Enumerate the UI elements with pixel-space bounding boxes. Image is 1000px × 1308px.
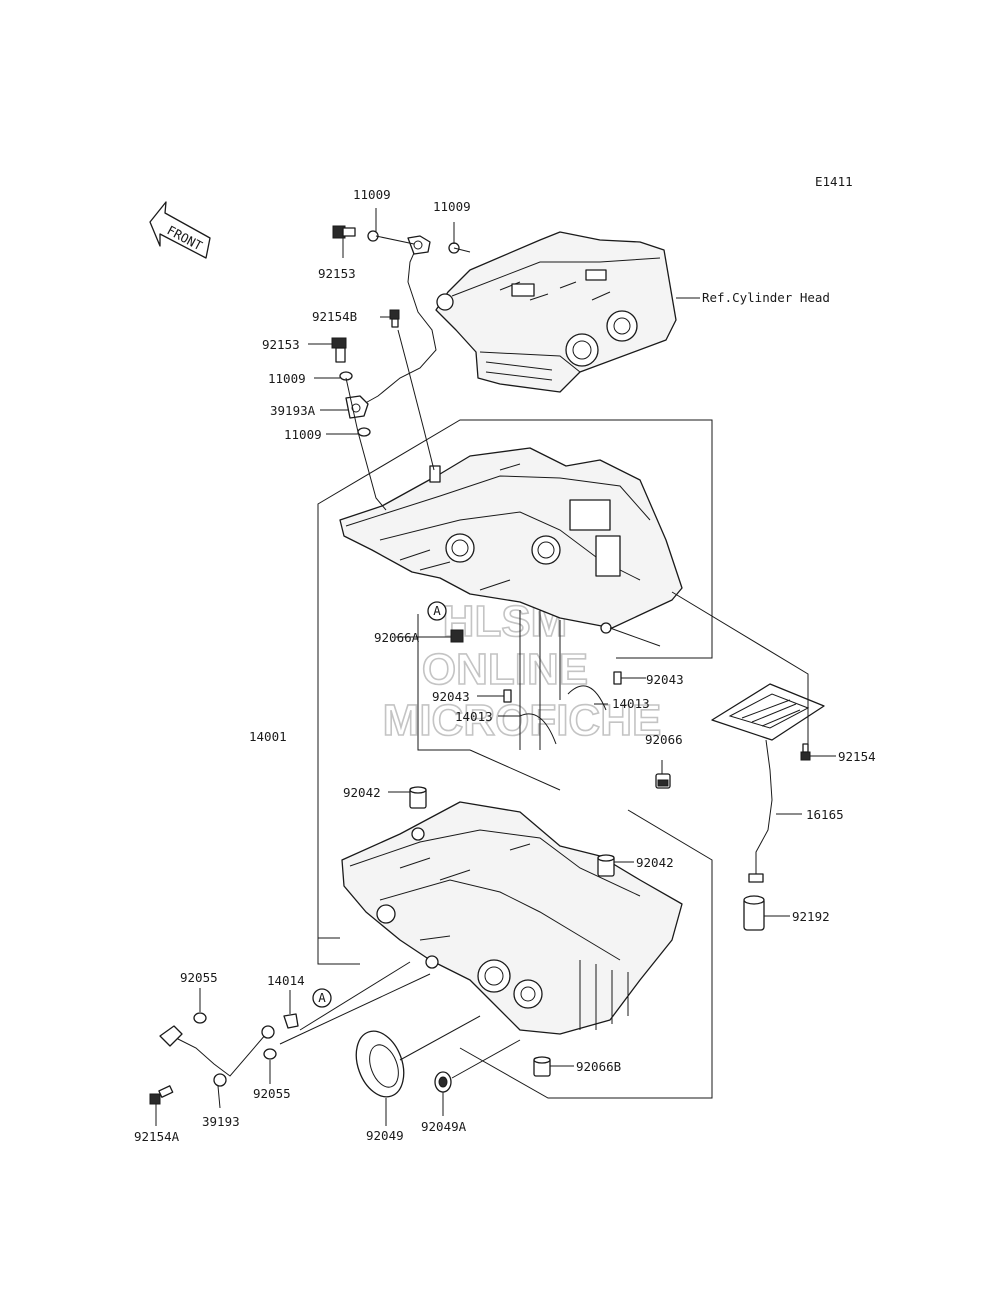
part-label: 39193A	[270, 403, 316, 418]
oil-pipe-39193	[159, 1025, 275, 1087]
part-label: 92049A	[421, 1119, 467, 1134]
leader-lines	[155, 208, 836, 1126]
callout-a-upper-label: A	[433, 603, 441, 618]
part-label: 92055	[253, 1086, 291, 1101]
part-label: 14014	[267, 973, 305, 988]
oil-pipe-upper	[345, 235, 437, 419]
diagram-code: E1411	[815, 174, 853, 189]
bolt-92154B	[389, 309, 400, 328]
watermark-line-2: ONLINE	[422, 645, 588, 694]
cylinder-head-drawing	[435, 231, 677, 393]
sleeve-92192	[743, 895, 765, 931]
part-label: 11009	[353, 187, 391, 202]
oil-strainer-16165	[711, 683, 825, 883]
part-label: 92154A	[134, 1129, 180, 1144]
callout-a-lower: A	[312, 988, 332, 1008]
callout-a-upper: A	[427, 601, 447, 621]
part-number-labels: 11009 11009 92153 92154B 92153 11009 391…	[134, 187, 876, 1144]
part-label: 92153	[262, 337, 300, 352]
part-label: 11009	[268, 371, 306, 386]
part-label: 14001	[249, 729, 287, 744]
part-label: 92055	[180, 970, 218, 985]
part-label: 92049	[366, 1128, 404, 1143]
part-label: 92153	[318, 266, 356, 281]
plug-92066	[655, 773, 671, 789]
bolt-92153-mid	[331, 337, 347, 363]
part-label: 11009	[433, 199, 471, 214]
dowel-92043-right	[613, 671, 622, 685]
part-label: 92043	[646, 672, 684, 687]
lower-crankcase-drawing	[341, 801, 683, 1035]
part-label: 92154B	[312, 309, 357, 324]
callout-a-lower-label: A	[318, 990, 326, 1005]
part-label: 92043	[432, 689, 470, 704]
oil-seal-92049A	[434, 1071, 452, 1093]
watermark-line-3: MICROFICHE	[383, 696, 662, 745]
part-label: 92066B	[576, 1059, 621, 1074]
dowel-92042-right	[597, 854, 615, 877]
front-arrow-icon: FRONT	[149, 201, 211, 259]
part-label: 92154	[838, 749, 876, 764]
washer-92055-top	[193, 1012, 207, 1024]
oil-seal-92049	[355, 1030, 405, 1098]
part-label: 92042	[343, 785, 381, 800]
dowel-92043-left	[503, 689, 512, 703]
part-label: 11009	[284, 427, 322, 442]
dowel-92042-left	[409, 786, 427, 809]
ref-cylinder-head-label: Ref.Cylinder Head	[702, 290, 830, 305]
part-label: 16165	[806, 807, 844, 822]
part-label: 92066A	[374, 630, 420, 645]
part-label: 14013	[455, 709, 493, 724]
bolt-92154	[800, 743, 811, 761]
part-label: 14013	[612, 696, 650, 711]
bolt-92153-top	[332, 225, 356, 239]
part-label: 92066	[645, 732, 683, 747]
bolt-92154A	[149, 1085, 174, 1105]
washer-11009-d	[357, 427, 371, 437]
washer-92055-bottom	[263, 1048, 277, 1060]
plug-92066B	[533, 1056, 551, 1077]
part-label: 92192	[792, 909, 830, 924]
jet-14014	[283, 1013, 299, 1029]
part-label: 39193	[202, 1114, 240, 1129]
part-label: 92042	[636, 855, 674, 870]
plug-92066A	[450, 629, 464, 643]
upper-crankcase-drawing	[339, 447, 683, 634]
